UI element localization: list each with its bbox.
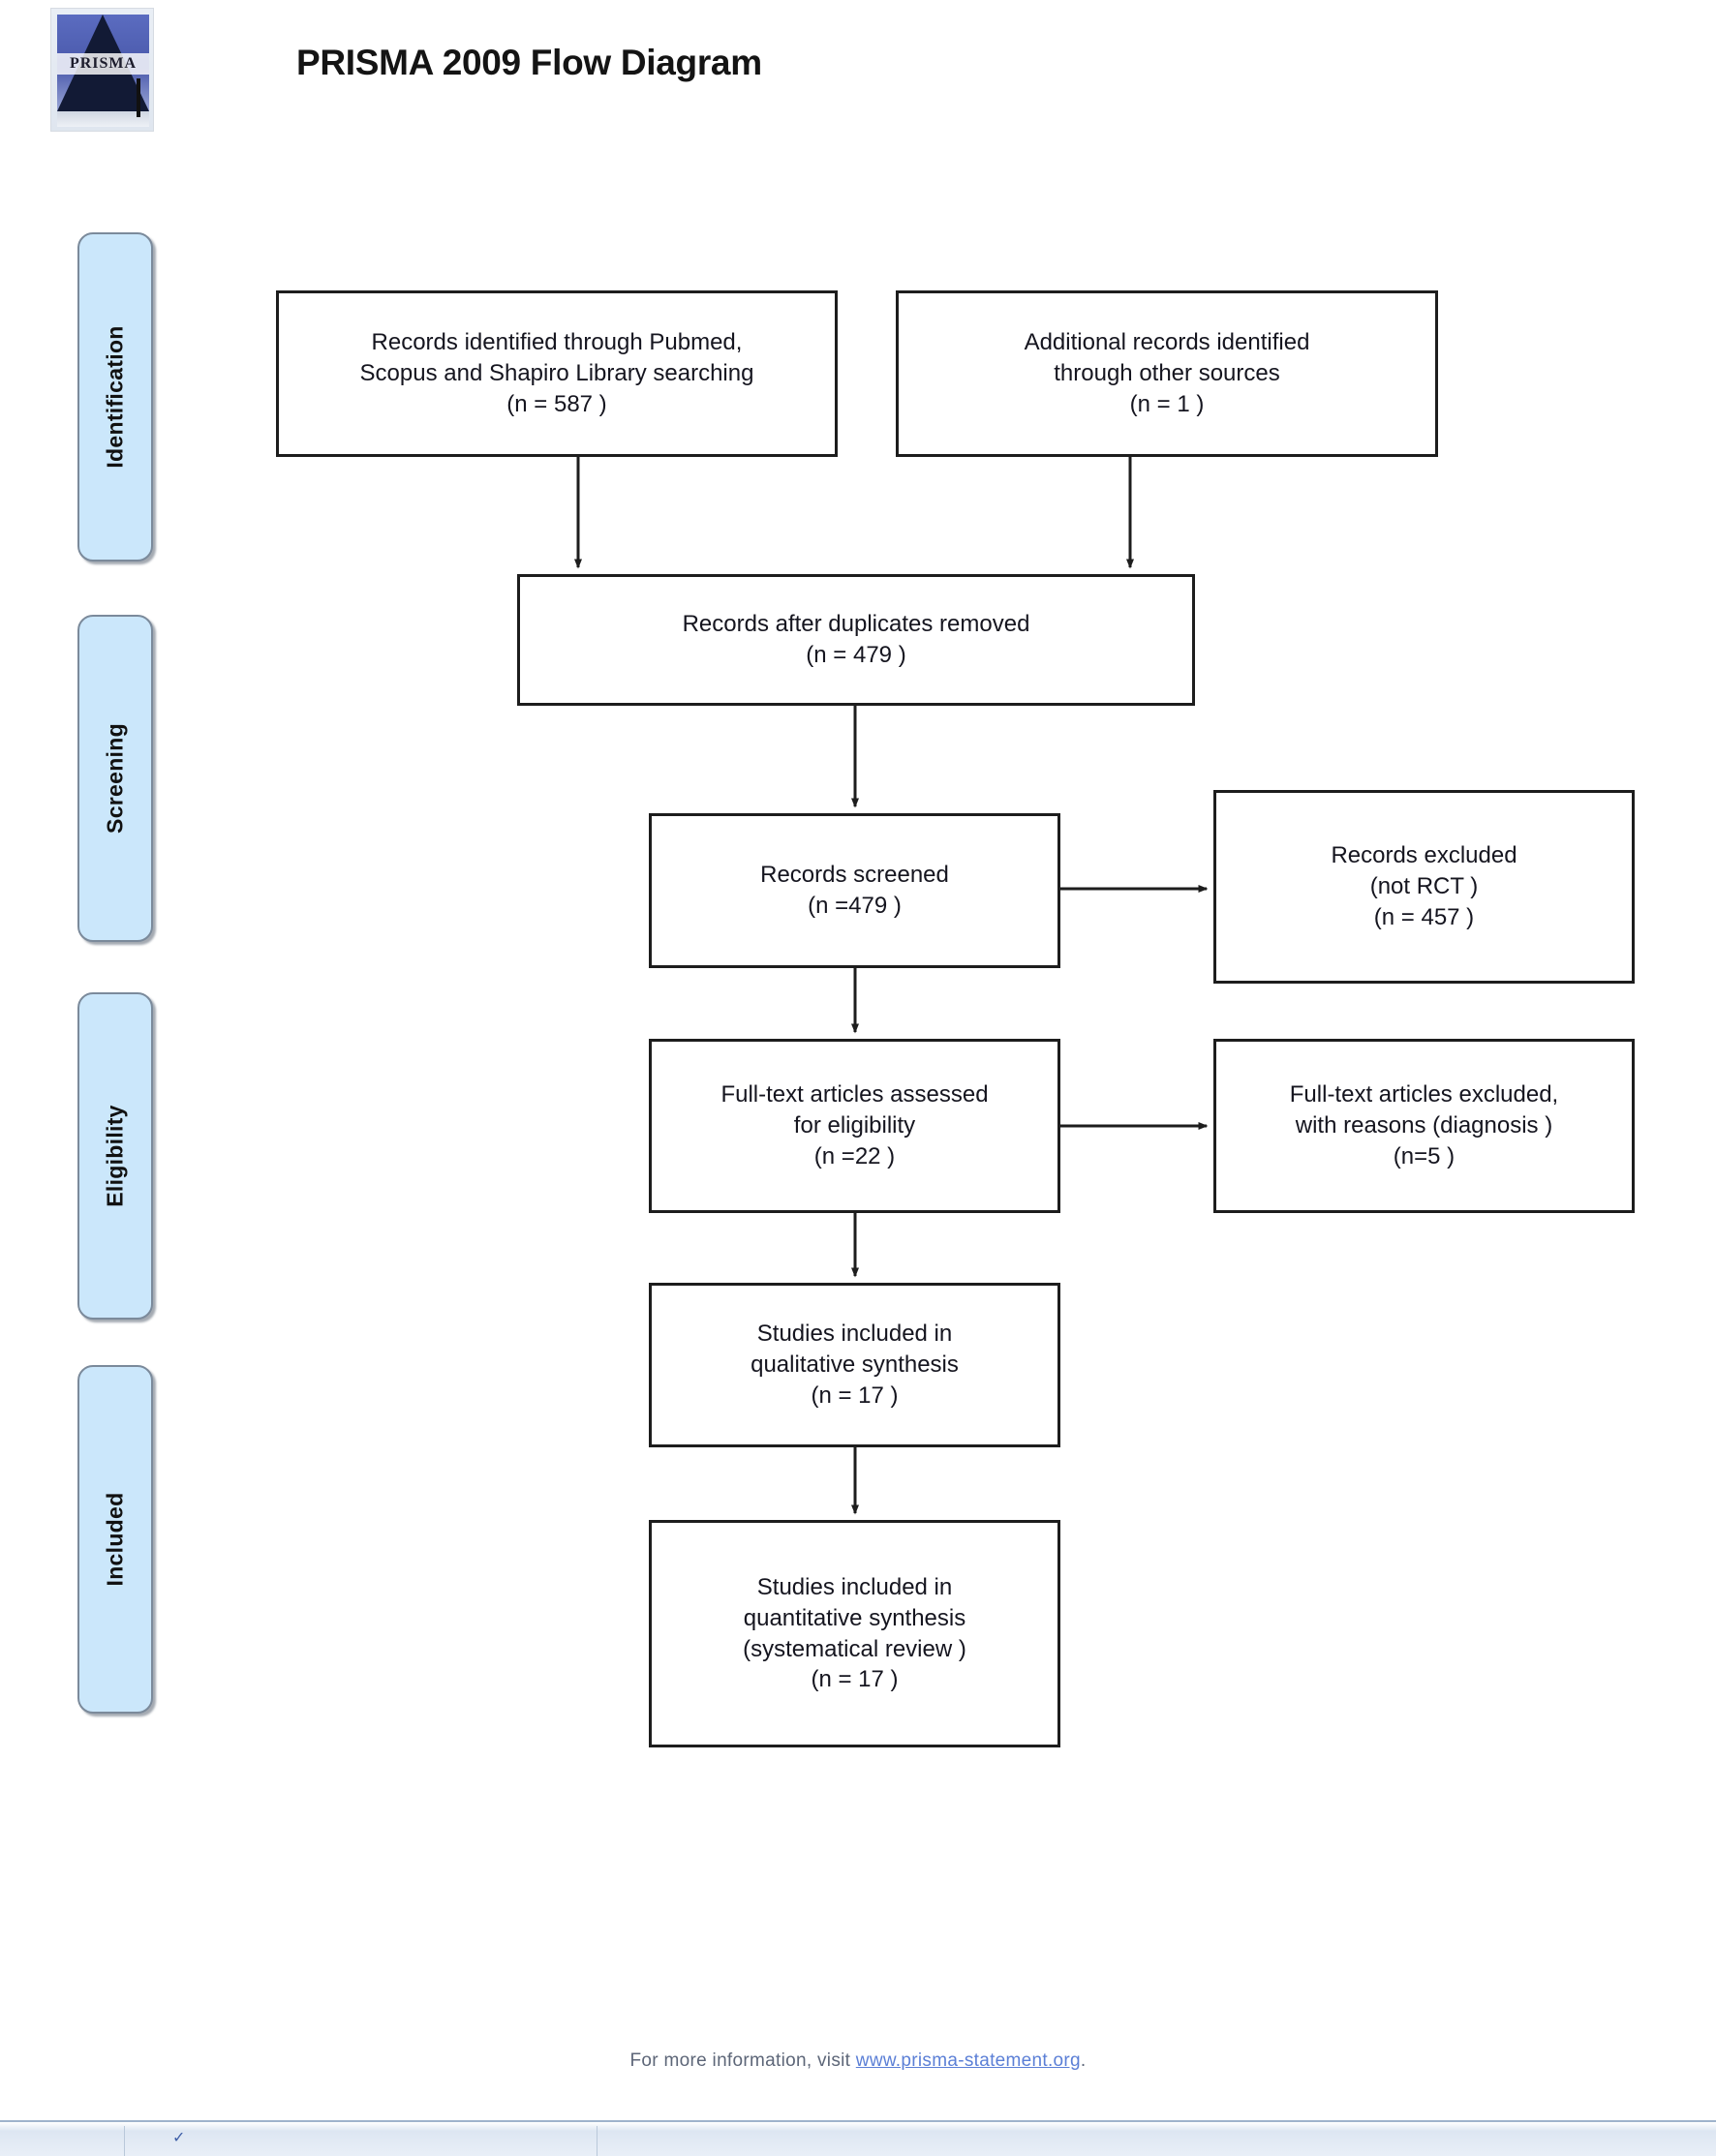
flow-box-records-identified: Records identified through Pubmed, Scopu… <box>276 290 838 457</box>
flow-box-fulltext-excluded: Full-text articles excluded, with reason… <box>1213 1039 1635 1213</box>
footer-text-after: . <box>1080 2050 1087 2071</box>
status-bar-divider-1 <box>124 2126 125 2156</box>
flow-box-text: Records identified through Pubmed, Scopu… <box>359 329 754 417</box>
stage-pill-eligibility: Eligibility <box>77 992 153 1320</box>
flow-box-qualitative-synthesis: Studies included in qualitative synthesi… <box>649 1283 1060 1447</box>
flow-box-text: Studies included in quantitative synthes… <box>743 1573 966 1693</box>
flow-box-additional-records: Additional records identified through ot… <box>896 290 1438 457</box>
flow-box-records-excluded: Records excluded (not RCT ) (n = 457 ) <box>1213 790 1635 984</box>
flow-box-text: Additional records identified through ot… <box>1024 329 1310 417</box>
stage-label-eligibility: Eligibility <box>102 1105 128 1207</box>
logo-tick-mark <box>137 78 140 117</box>
stage-pill-screening: Screening <box>77 615 153 942</box>
flow-box-text: Studies included in qualitative synthesi… <box>751 1321 959 1409</box>
flow-box-text: Full-text articles excluded, with reason… <box>1289 1081 1559 1169</box>
page-title: PRISMA 2009 Flow Diagram <box>296 43 762 82</box>
footer-note: For more information, visit www.prisma-s… <box>0 2050 1716 2072</box>
prisma-statement-link[interactable]: www.prisma-statement.org <box>855 2050 1081 2071</box>
flow-box-quantitative-synthesis: Studies included in quantitative synthes… <box>649 1520 1060 1747</box>
flow-box-duplicates-removed: Records after duplicates removed (n = 47… <box>517 574 1195 706</box>
stage-label-included: Included <box>102 1492 128 1587</box>
stage-label-identification: Identification <box>102 325 128 469</box>
footer-text-before: For more information, visit <box>629 2050 856 2071</box>
flow-box-text: Records excluded (not RCT ) (n = 457 ) <box>1331 842 1517 930</box>
flow-box-text: Records screened (n =479 ) <box>760 862 949 919</box>
logo-wordmark: PRISMA <box>69 55 138 72</box>
logo-base-plate <box>57 111 149 127</box>
window-status-bar <box>0 2120 1716 2156</box>
stage-pill-included: Included <box>77 1365 153 1714</box>
status-bar-check-icon: ✓ <box>172 2130 186 2146</box>
flow-box-records-screened: Records screened (n =479 ) <box>649 813 1060 968</box>
flow-box-fulltext-assessed: Full-text articles assessed for eligibil… <box>649 1039 1060 1213</box>
status-bar-divider-2 <box>597 2126 598 2156</box>
flow-box-text: Records after duplicates removed (n = 47… <box>682 611 1030 668</box>
stage-label-screening: Screening <box>102 723 128 834</box>
prisma-logo: PRISMA <box>50 8 154 132</box>
stage-pill-identification: Identification <box>77 232 153 562</box>
logo-white-band <box>57 53 149 75</box>
flow-box-text: Full-text articles assessed for eligibil… <box>720 1081 989 1169</box>
